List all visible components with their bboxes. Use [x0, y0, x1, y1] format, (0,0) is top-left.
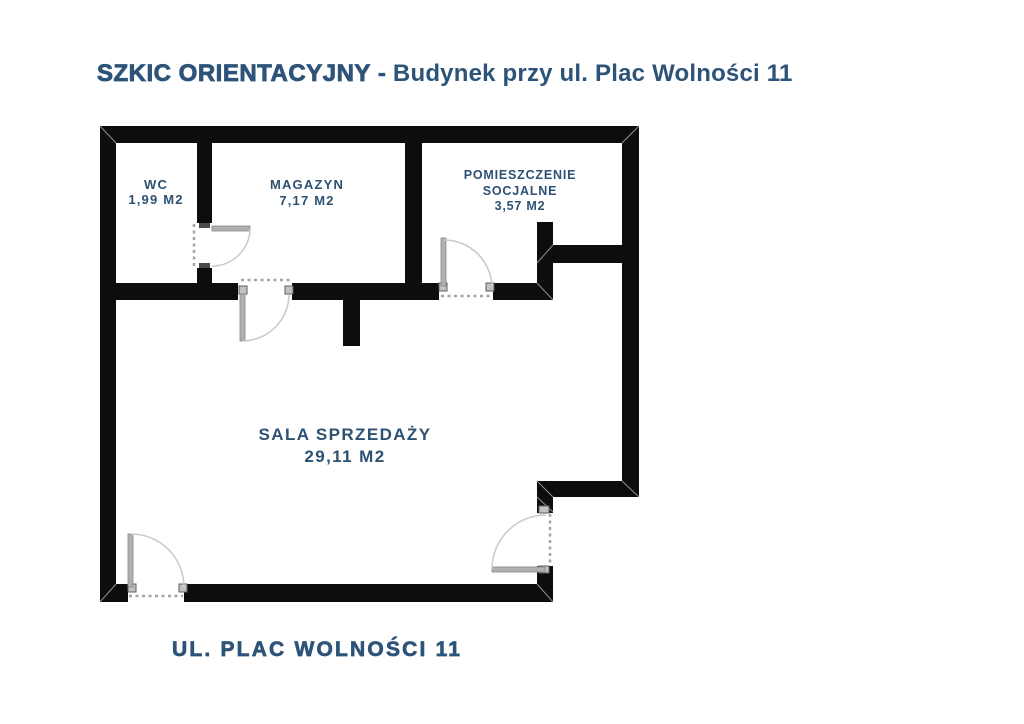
door-wc-leaf	[211, 225, 251, 232]
door-wc-jamb-bottom	[199, 263, 210, 268]
door-sala-entrance	[127, 533, 188, 598]
wall-step	[537, 481, 639, 497]
wall-outer-right-upper	[622, 126, 639, 497]
wall-interior-horizontal-a	[116, 283, 238, 300]
page-title: SZKIC ORIENTACYJNY-Budynek przy ul. Plac…	[97, 60, 793, 88]
wall-mitre-seams	[99, 125, 640, 603]
page-title-emphasis: SZKIC ORIENTACYJNY	[97, 60, 371, 88]
room-label-magazyn-area: 7,17 M2	[279, 193, 334, 208]
room-label-magazyn-name: MAGAZYN	[270, 177, 344, 192]
walls	[100, 126, 639, 602]
wall-outer-left	[100, 126, 116, 602]
door-sala-right-leaf	[491, 566, 546, 573]
room-label-socjalne-area: 3,57 M2	[495, 199, 546, 213]
door-magazyn-leaf	[239, 293, 246, 342]
wall-outer-top	[100, 126, 639, 143]
wall-l-vertical	[537, 222, 553, 300]
door-socjalne	[438, 237, 495, 298]
wall-outer-bottom-b	[184, 584, 553, 602]
page-title-rest: Budynek przy ul. Plac Wolności 11	[392, 60, 793, 87]
wall-outer-bottom-a	[100, 584, 128, 602]
wall-interior-horizontal-b	[292, 283, 439, 300]
door-sala-right-swing-arc	[491, 514, 547, 570]
door-wc-jamb-top	[199, 223, 210, 228]
room-label-socjalne-name-line2: SOCJALNE	[483, 184, 557, 198]
room-label-sala-area: 29,11 M2	[304, 447, 385, 466]
room-label-socjalne-name-line1: POMIESZCZENIE	[464, 168, 577, 182]
wall-l-spur	[553, 245, 622, 263]
door-sala-entrance-swing-arc	[130, 533, 185, 588]
door-wc-swing-arc	[211, 228, 251, 267]
door-wc	[192, 223, 251, 268]
page-title-separator: -	[377, 60, 387, 88]
door-sala-entrance-jamb-right	[178, 583, 188, 593]
door-socjalne-swing-arc	[443, 239, 493, 289]
room-label-wc-name: WC	[144, 177, 168, 192]
room-label-wc-area: 1,99 M2	[128, 192, 183, 207]
street-label: UL. PLAC WOLNOŚCI 11	[172, 638, 463, 662]
door-magazyn-jamb-right	[284, 285, 294, 295]
wall-wc-magazyn-upper	[197, 143, 212, 223]
door-sala-right-jamb-top	[538, 505, 550, 514]
door-sala-right	[491, 505, 552, 574]
door-magazyn-swing-arc	[242, 294, 290, 342]
door-magazyn-jamb-left	[238, 285, 248, 295]
door-socjalne-leaf	[440, 237, 447, 287]
room-label-sala-name: SALA SPRZEDAŻY	[259, 425, 432, 444]
wall-magazyn-right	[405, 143, 422, 300]
door-magazyn	[238, 278, 294, 342]
wall-center-stub	[343, 300, 360, 346]
door-sala-entrance-leaf	[127, 533, 134, 588]
door-socjalne-jamb-right	[485, 282, 495, 292]
room-labels: WC 1,99 M2 MAGAZYN 7,17 M2 POMIESZCZENIE…	[128, 168, 577, 466]
